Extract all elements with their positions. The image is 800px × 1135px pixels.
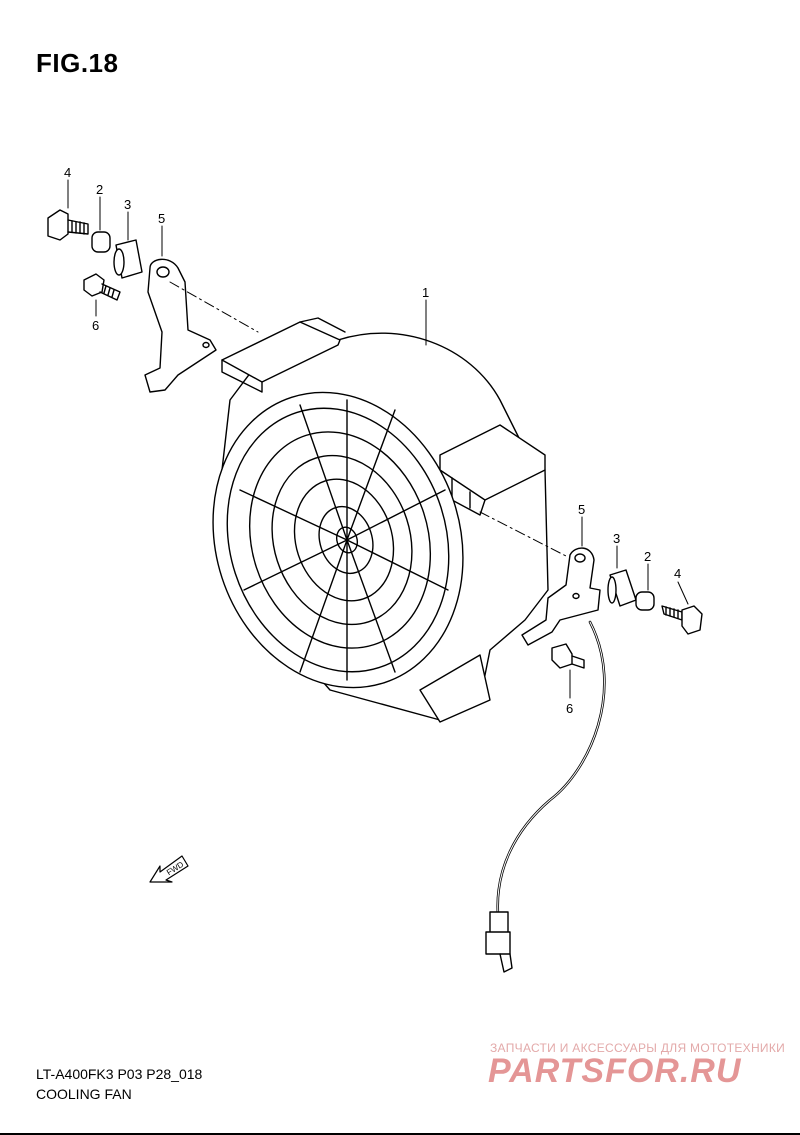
fan-assembly <box>212 317 549 723</box>
right-collar-2 <box>635 591 655 611</box>
right-bracket-5 <box>521 547 601 646</box>
callout-4-left: 4 <box>64 165 71 180</box>
callout-6-right: 6 <box>566 701 573 716</box>
fan-wire-harness <box>485 620 606 973</box>
left-cushion-3 <box>113 239 143 279</box>
callout-3-right: 3 <box>613 531 620 546</box>
left-bracket-bolt-6 <box>83 273 121 301</box>
right-bolt-4 <box>661 605 703 635</box>
callout-4-right: 4 <box>674 566 681 581</box>
model-code: LT-A400FK3 P03 P28_018 <box>36 1066 203 1082</box>
left-collar-2 <box>91 231 111 253</box>
bottom-border-line <box>0 1133 800 1135</box>
right-bracket-bolt-6 <box>551 643 585 669</box>
leader-lines <box>67 179 689 699</box>
figure-title: FIG.18 <box>36 48 119 78</box>
callout-1-fan: 1 <box>422 285 429 300</box>
right-cushion-3 <box>607 569 637 607</box>
callout-2-left: 2 <box>96 182 103 197</box>
watermark-tagline: ЗАПЧАСТИ И АКСЕССУАРЫ ДЛЯ МОТОТЕХНИКИ <box>490 1041 786 1055</box>
left-bolt-4 <box>47 209 89 241</box>
callout-5-left: 5 <box>158 211 165 226</box>
callout-5-right: 5 <box>578 502 585 517</box>
fwd-direction-arrow <box>149 855 189 883</box>
callout-6-left: 6 <box>92 318 99 333</box>
callout-2-right: 2 <box>644 549 651 564</box>
part-group-title: COOLING FAN <box>36 1086 132 1102</box>
watermark-logo: PARTSFOR.RU <box>488 1052 742 1090</box>
left-bracket-5 <box>144 258 217 393</box>
callout-3-left: 3 <box>124 197 131 212</box>
